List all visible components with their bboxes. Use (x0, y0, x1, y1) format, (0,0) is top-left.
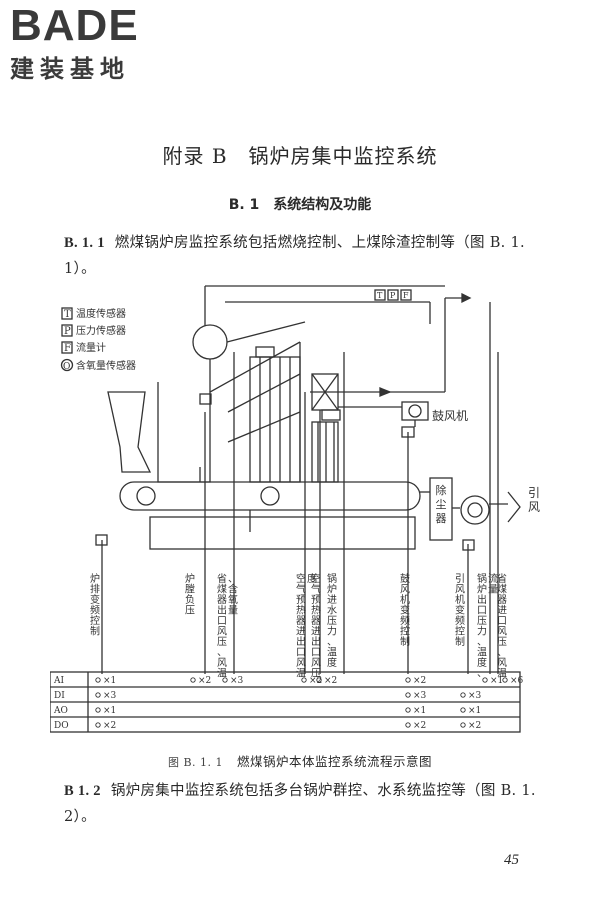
io-row-label: AO (53, 706, 68, 716)
io-point-count: ×1 (490, 676, 503, 686)
io-point-count: ×3 (468, 691, 482, 701)
io-point-marker (405, 692, 411, 698)
dust-collector-label: 除尘器 (436, 483, 447, 525)
io-row-label: AI (53, 676, 64, 686)
column-label: 锅炉出口压力、温度、 (477, 573, 487, 680)
io-point-marker (95, 707, 101, 713)
io-point-marker (405, 677, 411, 683)
io-point-marker (460, 707, 466, 713)
logo-wordmark: BADE (10, 1, 139, 50)
legend-label-temperature: 温度传感器 (76, 307, 126, 320)
bade-logo: BADE 建装基地 (10, 1, 180, 83)
top-sensor-f: F (403, 291, 409, 300)
column-label: 炉排变频控制 (90, 573, 100, 638)
io-point-count: ×3 (230, 676, 244, 686)
column-label: 流量 (488, 572, 498, 596)
figure-number: 图 B. 1. 1 (167, 756, 224, 769)
column-label: 引风机变频控制 (455, 573, 465, 648)
column-label: 、含氧量 (228, 574, 238, 617)
io-point-count: ×1 (103, 676, 116, 686)
page-number: 45 (504, 852, 519, 868)
figure-caption: 图 B. 1. 1 燃煤锅炉本体监控系统流程示意图 (0, 751, 600, 770)
column-label: 鼓风机变频控制 (400, 572, 410, 648)
io-point-marker (502, 677, 508, 683)
legend-box-flow (61, 341, 73, 354)
column-label: 空气预热器进出口风压 (311, 572, 321, 680)
legend-box-temperature (61, 307, 73, 320)
io-point-marker (95, 722, 101, 728)
io-point-count: ×2 (103, 721, 116, 731)
top-sensor-p: P (390, 291, 396, 300)
io-point-count: ×3 (103, 691, 117, 701)
io-point-count: ×6 (510, 676, 524, 686)
legend-box-pressure (61, 324, 73, 337)
boiler-monitoring-diagram: T P F O 温度传感器 压力传感器 流量计 含氧量传感器 T P F 鼓风机… (50, 285, 540, 733)
column-label: 省煤器进口风压、风温 (497, 572, 507, 680)
figure-title: 燃煤锅炉本体监控系统流程示意图 (237, 754, 433, 769)
io-point-count: ×2 (324, 676, 337, 686)
appendix-title: 附录 B 锅炉房集中监控系统 (162, 144, 438, 168)
clause-text: 锅炉房集中监控系统包括多台锅炉群控、水系统监控等（图 B. 1. 2）。 (64, 783, 536, 825)
induced-draft-label: 引风 (528, 486, 540, 514)
section-title: B. 1 系统结构及功能 (228, 197, 372, 213)
legend-symbol-o: O (63, 362, 70, 372)
io-point-marker (222, 677, 228, 683)
io-point-marker (405, 722, 411, 728)
io-point-marker (301, 677, 307, 683)
io-point-count: ×2 (468, 721, 481, 731)
steam-drum (192, 324, 228, 360)
top-sensor-t: T (377, 291, 383, 300)
io-point-count: ×2 (309, 676, 322, 686)
clause-number: B. 1. 1 (64, 235, 105, 251)
chain-grate (119, 481, 421, 511)
io-row-label: DO (54, 721, 69, 731)
logo-subtitle: 建装基地 (10, 55, 130, 83)
clause-text: 燃煤锅炉房监控系统包括燃烧控制、上煤除渣控制等（图 B. 1. 1）。 (64, 235, 525, 277)
legend-label-flow: 流量计 (76, 341, 106, 354)
column-label: 锅炉进水压力、温度 (327, 573, 337, 669)
io-point-count: ×1 (103, 706, 116, 716)
convection-bank (249, 356, 301, 483)
legend-symbol-t: T (64, 309, 71, 320)
column-label: 度 (307, 572, 317, 585)
io-point-marker (95, 677, 101, 683)
io-point-count: ×2 (413, 676, 426, 686)
legend-circle-oxygen (60, 358, 74, 372)
column-label: 空气预热器进出口风温 (296, 572, 306, 680)
io-point-count: ×1 (413, 706, 426, 716)
io-point-marker (95, 692, 101, 698)
legend-symbol-p: P (64, 326, 71, 337)
induced-draft-fan (460, 495, 490, 525)
io-point-count: ×3 (413, 691, 427, 701)
io-point-marker (190, 677, 196, 683)
legend-label-pressure: 压力传感器 (76, 324, 126, 337)
coal-hopper (107, 391, 152, 473)
io-point-marker (405, 707, 411, 713)
column-label: 炉膛负压 (185, 573, 195, 617)
legend-label-oxygen: 含氧量传感器 (76, 359, 136, 372)
io-row-label: DI (54, 691, 65, 701)
io-point-count: ×2 (198, 676, 211, 686)
column-label: 省煤器出口风压、风温 (217, 572, 227, 680)
legend-symbol-f: F (64, 343, 71, 354)
dust-collector (429, 477, 453, 541)
io-point-marker (460, 722, 466, 728)
io-point-marker (316, 677, 322, 683)
io-point-marker (460, 692, 466, 698)
io-point-count: ×1 (468, 706, 481, 716)
clause-number: B 1. 2 (64, 783, 101, 799)
io-point-count: ×2 (413, 721, 426, 731)
io-point-marker (482, 677, 488, 683)
blower-label: 鼓风机 (432, 409, 468, 423)
